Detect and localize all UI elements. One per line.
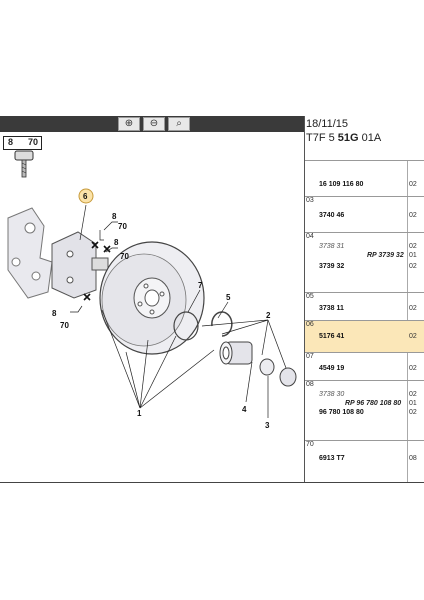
part-qty: 02 xyxy=(409,333,417,340)
parts-row-8[interactable]: 08 3738 30 RP 96 780 108 80 96 780 108 8… xyxy=(305,380,424,441)
callout-6-badge xyxy=(78,188,94,204)
callout-70a: 70 xyxy=(118,222,127,231)
catalog-date: 18/11/15 xyxy=(306,118,349,130)
part-num: 05 xyxy=(306,293,314,300)
callout-4: 4 xyxy=(242,405,247,414)
part-qty: 01 xyxy=(409,252,417,259)
zoom-out-icon[interactable]: ⊖ xyxy=(143,117,165,131)
hub-nut-part xyxy=(279,367,297,387)
part-qty: 02 xyxy=(409,212,417,219)
catalog-header: 18/11/15 T7F 5 51G 01A xyxy=(306,117,424,145)
bolt-marker-3 xyxy=(83,293,91,301)
part-num: 70 xyxy=(306,441,314,448)
parts-row-5[interactable]: 05 3738 11 02 xyxy=(305,292,424,321)
callout-6: 6 xyxy=(83,192,88,201)
part-qty: 08 xyxy=(409,455,417,462)
part-replacement: RP 3739 32 xyxy=(367,252,404,259)
part-ref: 16 109 116 80 xyxy=(319,181,364,188)
part-ref: 3738 11 xyxy=(319,305,344,312)
callout-5: 5 xyxy=(226,293,231,302)
part-ref: 5176 41 xyxy=(319,333,345,340)
bolt-marker-1 xyxy=(91,241,99,249)
callout-70b: 70 xyxy=(120,252,129,261)
part-ref: 96 780 108 80 xyxy=(319,409,364,416)
parts-row-3[interactable]: 03 3740 46 02 xyxy=(305,196,424,233)
part-num: 03 xyxy=(306,197,314,204)
hub-carrier-part xyxy=(51,231,109,299)
bolt-marker-2 xyxy=(103,245,111,253)
parts-row-70[interactable]: 70 6913 T7 08 xyxy=(305,440,424,483)
part-qty: 01 xyxy=(409,400,417,407)
callout-70c: 70 xyxy=(60,321,69,330)
circlip-part xyxy=(211,311,233,337)
parts-row-6[interactable]: 06 5176 41 02 xyxy=(305,320,424,353)
callout-8a: 8 xyxy=(112,212,117,221)
parts-row-4[interactable]: 04 3738 31 RP 3739 32 3739 32 02 01 02 xyxy=(305,232,424,293)
part-ref: 6913 T7 xyxy=(319,455,345,462)
zoom-fit-icon[interactable]: ⌕ xyxy=(168,117,190,131)
part-num: 08 xyxy=(306,381,314,388)
callout-1: 1 xyxy=(137,409,142,418)
brake-disc-part xyxy=(99,241,205,355)
ref-box-right: 70 xyxy=(28,137,39,147)
part-qty: 02 xyxy=(409,305,417,312)
abs-ring-part xyxy=(173,311,199,341)
code-main: 51G xyxy=(337,132,359,144)
code-prefix: T7F 5 xyxy=(306,132,335,144)
part-num: 06 xyxy=(306,321,314,328)
callout-8c: 8 xyxy=(52,309,57,318)
part-num: 04 xyxy=(306,233,314,240)
parts-row-1[interactable]: 16 109 116 80 02 xyxy=(305,160,424,197)
callout-8b: 8 xyxy=(114,238,119,247)
part-replacement: RP 96 780 108 80 xyxy=(345,400,402,407)
part-qty: 02 xyxy=(409,365,417,372)
part-ref: 3740 46 xyxy=(319,212,345,219)
callout-2: 2 xyxy=(266,311,271,320)
parts-row-7[interactable]: 07 4549 19 02 xyxy=(305,352,424,381)
part-num: 07 xyxy=(306,353,314,360)
callout-7: 7 xyxy=(198,281,203,290)
pane-divider xyxy=(304,116,305,482)
part-qty: 02 xyxy=(409,243,417,250)
reference-box: 8 70 xyxy=(3,136,42,150)
catalog-code: T7F 5 51G 01A xyxy=(306,131,424,145)
part-qty: 02 xyxy=(409,409,417,416)
part-ref: 4549 19 xyxy=(319,365,345,372)
part-old-ref: 3738 31 xyxy=(319,243,345,250)
viewer-frame xyxy=(0,116,424,483)
knuckle-part xyxy=(7,207,53,299)
callout-3: 3 xyxy=(265,421,270,430)
code-suffix: 01A xyxy=(361,132,382,144)
part-qty: 02 xyxy=(409,263,417,270)
part-qty: 02 xyxy=(409,181,417,188)
ref-box-left: 8 xyxy=(8,137,14,147)
bolt-icon xyxy=(14,150,34,178)
seal-part xyxy=(259,358,275,376)
zoom-in-icon[interactable]: ⊕ xyxy=(118,117,140,131)
hub-assembly-diagram: 6 8 70 8 70 8 70 7 5 2 1 4 3 xyxy=(7,150,297,430)
part-qty: 02 xyxy=(409,391,417,398)
wheel-bearing-part xyxy=(219,341,253,365)
part-ref: 3739 32 xyxy=(319,263,345,270)
part-old-ref: 3738 30 xyxy=(319,391,345,398)
